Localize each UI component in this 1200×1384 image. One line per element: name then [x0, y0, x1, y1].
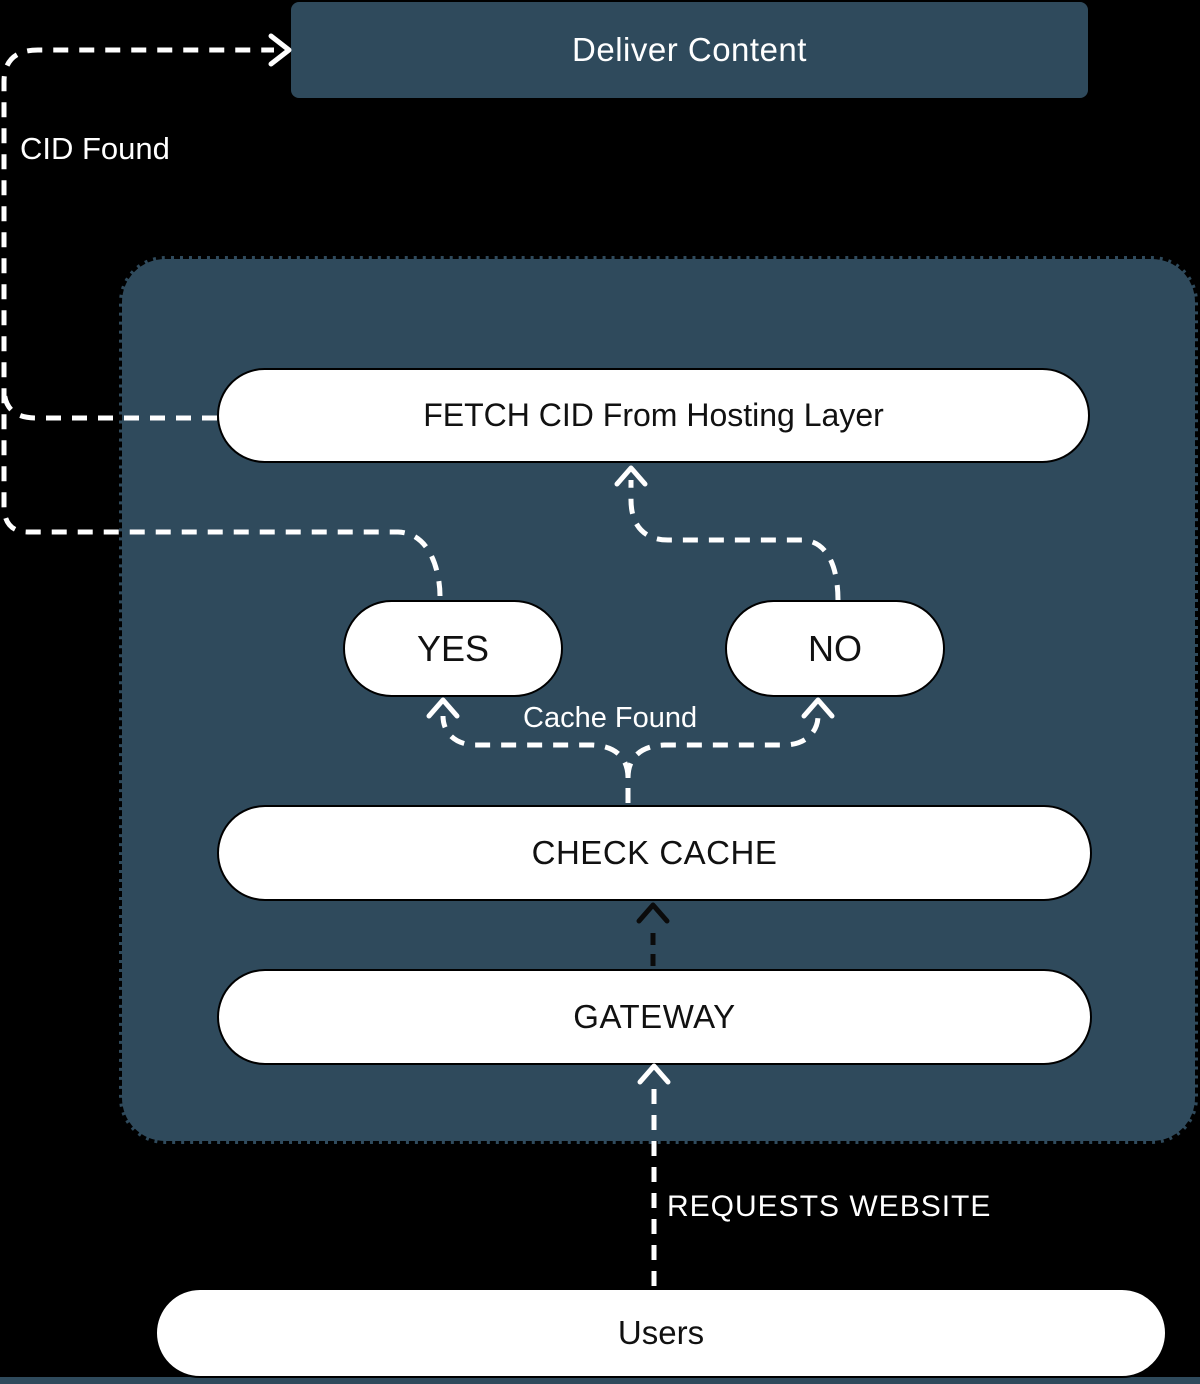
node-users: Users: [155, 1288, 1167, 1378]
edge-label-requests-website: REQUESTS WEBSITE: [667, 1190, 992, 1223]
node-fetch-cid-label: FETCH CID From Hosting Layer: [423, 397, 884, 433]
node-yes: YES: [343, 600, 563, 697]
edge-label-cache-found: Cache Found: [523, 702, 698, 734]
node-check-cache: CHECK CACHE: [217, 805, 1092, 901]
node-fetch-cid: FETCH CID From Hosting Layer: [217, 368, 1090, 463]
bottom-cutoff-box: [0, 1377, 1200, 1384]
node-gateway: GATEWAY: [217, 969, 1092, 1065]
deliver-content-label: Deliver Content: [572, 31, 807, 68]
edge-label-cid-found: CID Found: [20, 131, 170, 166]
node-yes-label: YES: [416, 627, 490, 669]
node-no: NO: [725, 600, 945, 697]
node-users-label: Users: [617, 1314, 705, 1351]
node-check-cache-label: CHECK CACHE: [531, 834, 778, 871]
node-gateway-label: GATEWAY: [573, 998, 736, 1035]
node-no-label: NO: [808, 627, 862, 669]
arrow-head-deliver-content: [268, 33, 292, 67]
deliver-content-box: Deliver Content: [291, 2, 1088, 98]
